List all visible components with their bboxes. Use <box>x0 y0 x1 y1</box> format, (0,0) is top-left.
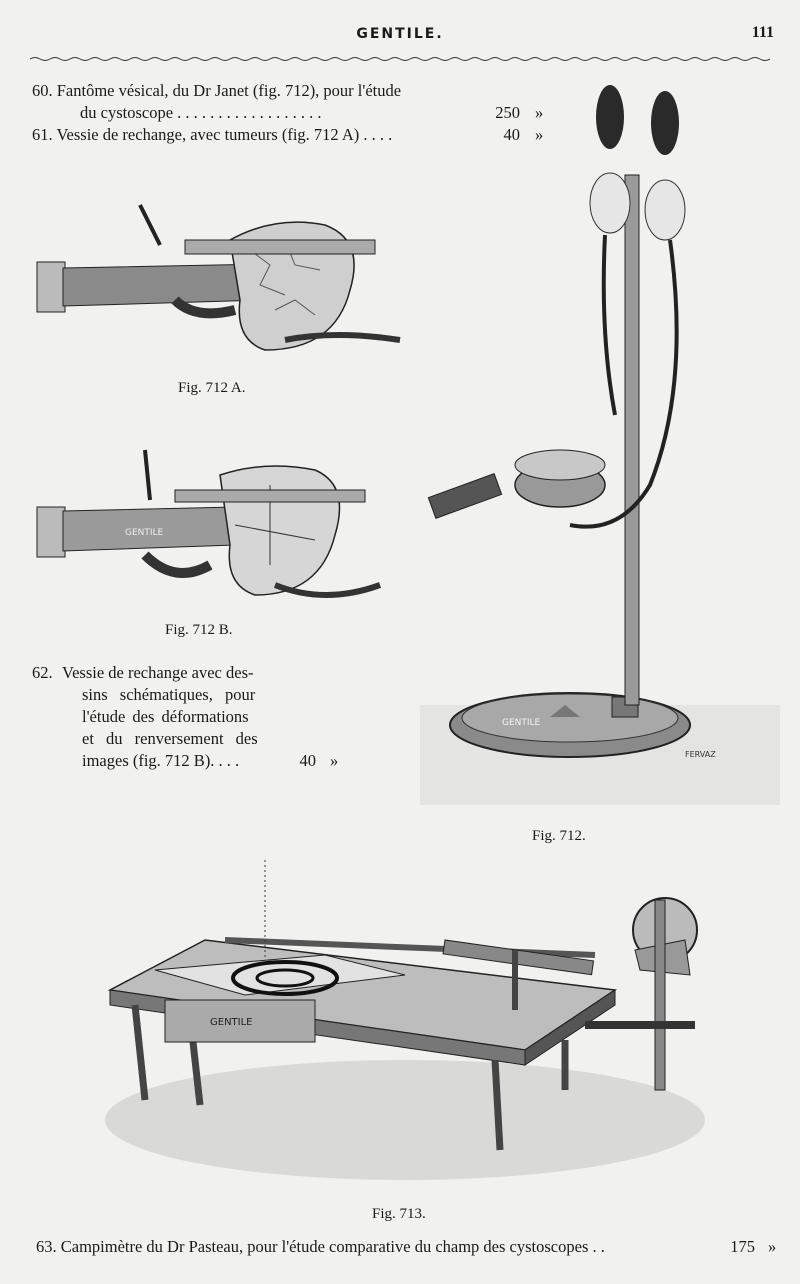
item-description: Vessie de rechange avec des- <box>62 663 254 682</box>
item-price: 175 <box>730 1237 755 1256</box>
item-number: 60. <box>32 81 53 100</box>
item-description: l'étude des déformations <box>82 707 249 726</box>
item-61: 61. Vessie de rechange, avec tumeurs (fi… <box>32 124 392 146</box>
item-60-cont: du cystoscope . . . . . . . . . . . . . … <box>80 102 322 124</box>
item-price: 250 <box>495 103 520 122</box>
item-number: 62. <box>32 663 53 682</box>
page-number: 111 <box>751 24 774 41</box>
engraved-brand: GENTILE <box>210 1017 253 1028</box>
item-number: 61. <box>32 125 53 144</box>
item-price-unit: » <box>768 1237 777 1256</box>
item-number: 63. <box>36 1237 57 1256</box>
item-price: 40 <box>299 751 317 770</box>
figure-caption: Fig. 713. <box>372 1206 426 1222</box>
item-description: images (fig. 712 B). . . . <box>82 751 240 770</box>
header-wavy-rule <box>30 57 770 61</box>
figure-712b-illustration: GENTILE <box>36 449 382 598</box>
item-description-cont: du cystoscope . . . . . . . . . . . . . … <box>80 103 322 122</box>
item-60: 60. Fantôme vésical, du Dr Janet (fig. 7… <box>32 80 401 102</box>
figure-713-illustration: GENTILE <box>105 860 705 1180</box>
running-header: GENTILE. <box>356 26 444 42</box>
item-description: Fantôme vésical, du Dr Janet (fig. 712),… <box>56 81 402 100</box>
figure-712-illustration: GENTILE FERVAZ <box>420 85 780 805</box>
engraved-brand: GENTILE <box>502 718 541 728</box>
figure-caption: Fig. 712 A. <box>178 380 246 396</box>
item-price-unit: » <box>330 751 339 770</box>
item-description: Vessie de rechange, avec tumeurs (fig. 7… <box>56 125 393 144</box>
item-description: sins schématiques, pour <box>82 685 256 704</box>
figure-caption: Fig. 712. <box>532 828 586 844</box>
item-62: 62. <box>32 662 53 684</box>
engraver-signature: FERVAZ <box>685 750 716 759</box>
item-price-unit: » <box>535 103 544 122</box>
item-price: 40 <box>503 125 521 144</box>
item-description: et du renversement des <box>82 729 258 748</box>
engraved-brand: GENTILE <box>125 528 164 538</box>
figure-caption: Fig. 712 B. <box>165 622 233 638</box>
item-63: 63. Campimètre du Dr Pasteau, pour l'étu… <box>36 1236 605 1258</box>
figure-712a-illustration <box>36 204 401 351</box>
item-price-unit: » <box>535 125 544 144</box>
item-description: Campimètre du Dr Pasteau, pour l'étude c… <box>60 1237 605 1256</box>
